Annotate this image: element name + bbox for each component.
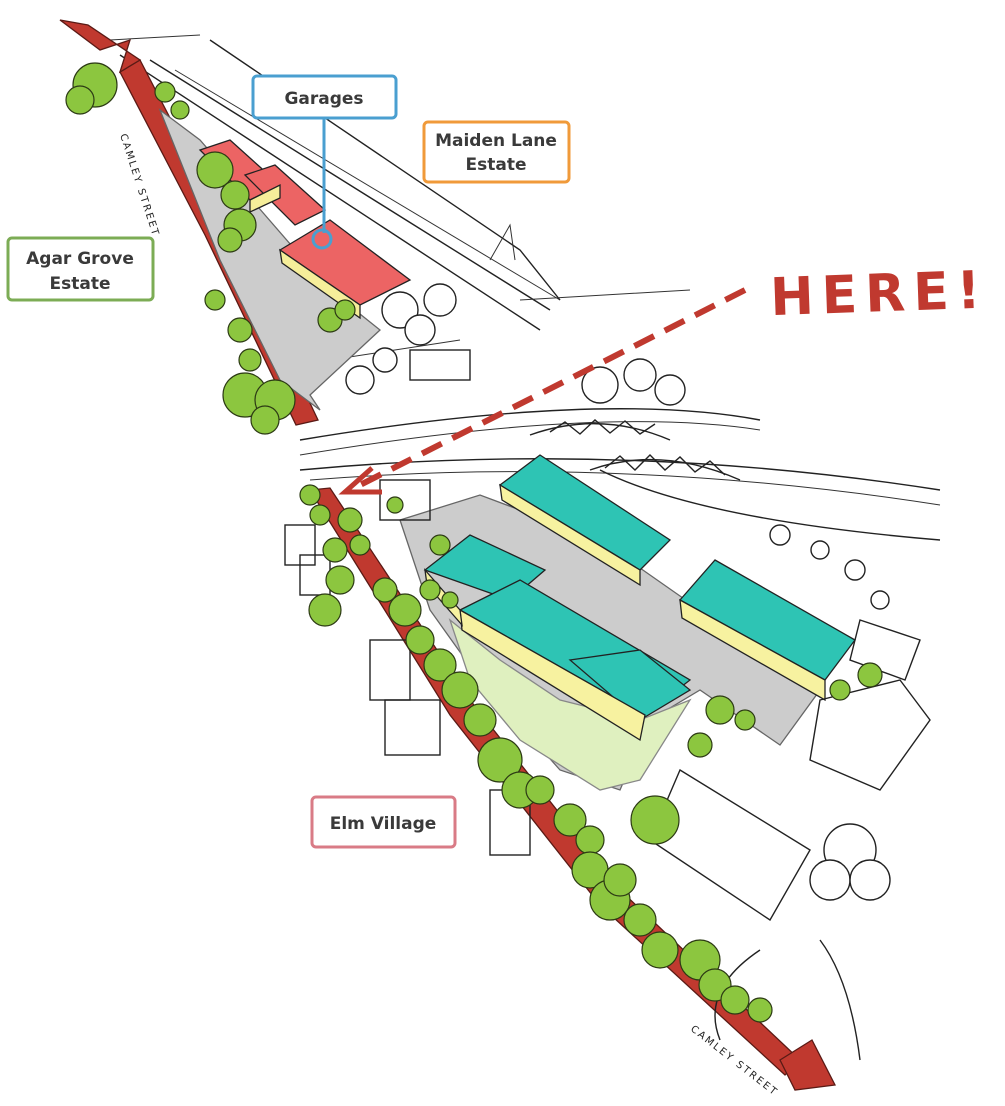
green-trees (65, 62, 883, 1023)
tree-icon (388, 593, 422, 627)
dashed-arrow-icon (338, 287, 747, 495)
tree-icon (525, 775, 555, 805)
tree-icon (372, 577, 398, 603)
tree-icon (334, 299, 356, 321)
tree-icon (575, 825, 605, 855)
tree-icon (386, 496, 404, 514)
tree-icon (405, 625, 435, 655)
tree-icon (423, 648, 457, 682)
tree-icon (747, 997, 773, 1023)
elm-village-label: Elm Village (330, 814, 437, 834)
tree-icon (623, 903, 657, 937)
agar-grove-label-line2: Estate (50, 274, 111, 294)
tree-icon (641, 931, 679, 969)
tree-icon (170, 100, 190, 120)
tree-icon (687, 732, 713, 758)
garages-callout: Garages (251, 74, 398, 250)
maiden-lane-label-line1: Maiden Lane (435, 131, 557, 151)
tree-icon (325, 565, 355, 595)
here-label: HERE! (769, 261, 989, 329)
tree-icon (630, 795, 680, 845)
tree-icon (227, 317, 253, 343)
tree-icon (720, 985, 750, 1015)
tree-icon (441, 591, 459, 609)
teal-warehouses (423, 454, 856, 742)
tree-icon (419, 579, 441, 601)
bridge-arches (529, 419, 741, 481)
tree-icon (299, 484, 321, 506)
tree-icon (734, 709, 756, 731)
tree-icon (349, 534, 371, 556)
elm-village-callout: Elm Village (310, 795, 457, 849)
tree-icon (441, 671, 479, 709)
tree-icon (196, 151, 234, 189)
tree-icon (857, 662, 883, 688)
tree-icon (322, 537, 348, 563)
tree-icon (250, 405, 280, 435)
tree-icon (308, 593, 342, 627)
agar-grove-label-line1: Agar Grove (26, 249, 134, 269)
tree-icon (705, 695, 735, 725)
tree-icon (829, 679, 851, 701)
tree-icon (65, 85, 95, 115)
street-label-top: CAMLEY STREET (117, 133, 161, 239)
tree-icon (337, 507, 363, 533)
maiden-lane-label-line2: Estate (466, 155, 527, 175)
tree-icon (238, 348, 262, 372)
tree-icon (204, 289, 226, 311)
tree-icon (553, 803, 587, 837)
tree-icon (603, 863, 637, 897)
maiden-lane-callout: Maiden Lane Estate (422, 120, 571, 184)
tree-icon (217, 227, 243, 253)
tree-icon (309, 504, 331, 526)
tree-icon (154, 81, 176, 103)
tree-icon (477, 737, 523, 783)
tree-icon (220, 180, 250, 210)
green-space (448, 618, 692, 791)
outline-trees (345, 283, 891, 901)
tree-icon (429, 534, 451, 556)
agar-grove-callout: Agar Grove Estate (6, 236, 155, 302)
tree-icon (463, 703, 497, 737)
garages-label: Garages (284, 89, 363, 109)
